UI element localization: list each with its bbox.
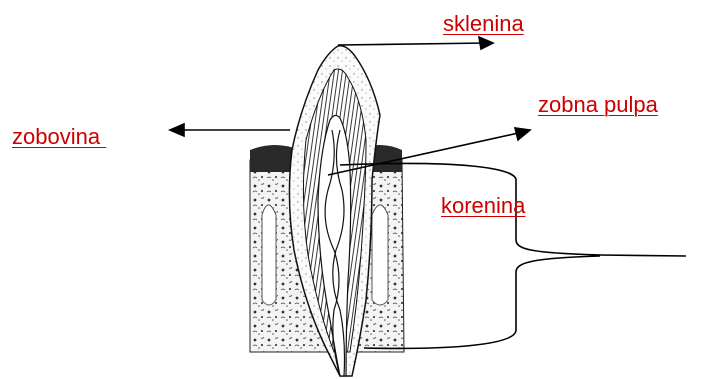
label-sklenina: sklenina [443, 13, 524, 35]
label-korenina: korenina [441, 195, 525, 217]
label-zobna-pulpa: zobna pulpa [538, 94, 658, 116]
pointer-lines [170, 37, 686, 348]
label-zobovina: zobovina [12, 126, 106, 148]
